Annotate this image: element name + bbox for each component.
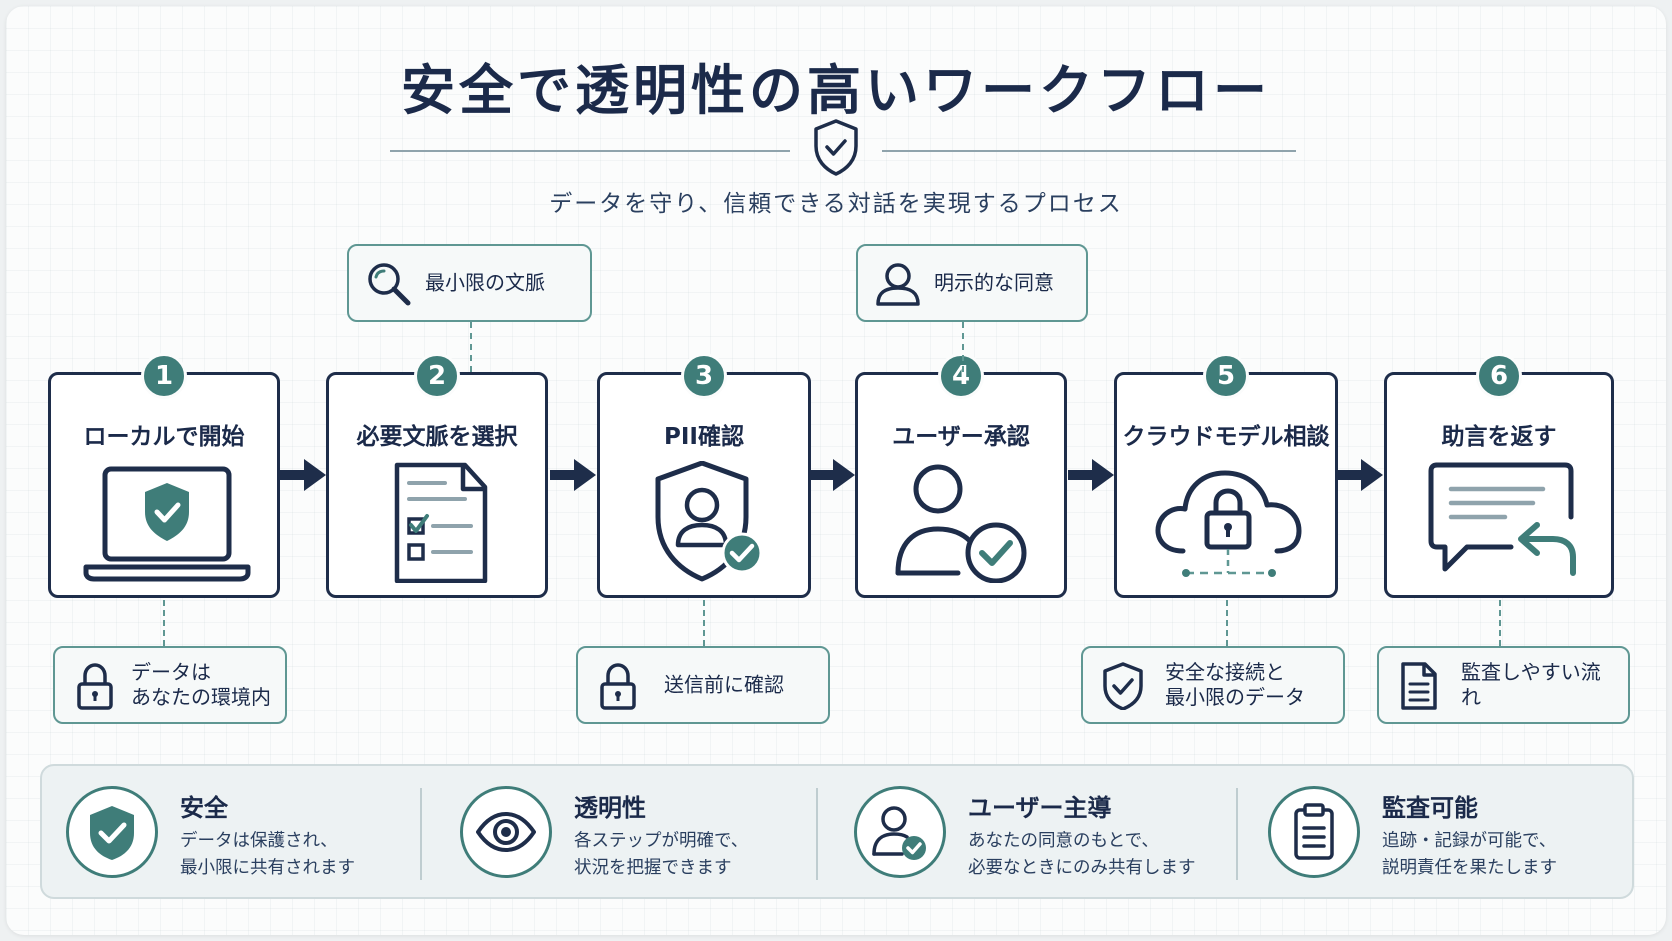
callout-text: 最小限の文脈	[425, 270, 545, 295]
callout-data-local: データは あなたの環境内	[53, 646, 287, 724]
user-check-icon	[872, 806, 926, 860]
lock-icon	[77, 663, 113, 710]
reply-message-icon	[1428, 462, 1576, 576]
page-subtitle: データを守り、信頼できる対話を実現するプロセス	[549, 191, 1123, 217]
connector-line	[163, 600, 165, 646]
arrow-right-icon	[1337, 459, 1383, 491]
arrow-right-icon	[280, 459, 326, 491]
callout-text: 明示的な同意	[934, 270, 1054, 295]
document-icon	[1401, 662, 1437, 710]
title-divider-left	[390, 150, 790, 152]
callout-secure-connection: 安全な接続と 最小限のデータ	[1081, 646, 1345, 724]
checklist-document-icon	[394, 462, 488, 583]
feature-title: 透明性	[574, 794, 646, 822]
feature-user-led: ユーザー主導 あなたの同意のもとで、 必要なときにのみ共有します	[854, 766, 1234, 901]
user-icon	[876, 263, 920, 306]
user-check-icon	[895, 464, 1027, 583]
feature-title: ユーザー主導	[968, 794, 1112, 822]
feature-title: 安全	[180, 794, 228, 822]
eye-icon	[476, 812, 536, 852]
cloud-lock-icon	[1155, 470, 1302, 577]
step-label: ローカルで開始	[83, 424, 245, 450]
step-number: 5	[1203, 353, 1249, 399]
step-3-card: 3 PII確認	[597, 353, 811, 598]
title-divider-right	[882, 150, 1296, 152]
callout-auditable-flow: 監査しやすい流れ	[1377, 646, 1630, 724]
clipboard-icon	[1294, 803, 1334, 860]
callout-text: 監査しやすい流れ	[1461, 660, 1601, 709]
step-label: 必要文脈を選択	[356, 424, 518, 450]
step-label: クラウドモデル相談	[1122, 424, 1330, 450]
callout-text: 安全な接続と 最小限のデータ	[1165, 660, 1305, 709]
callout-explicit-consent: 明示的な同意	[856, 244, 1088, 322]
step-label: PII確認	[664, 424, 744, 450]
step-number: 2	[414, 353, 460, 399]
connector-line	[962, 322, 964, 372]
lock-icon	[600, 663, 636, 710]
feature-description: データは保護され、 最小限に共有されます	[180, 831, 355, 878]
callout-confirm-before-send: 送信前に確認	[576, 646, 830, 724]
connector-line	[1226, 600, 1228, 646]
step-label: ユーザー承認	[892, 424, 1030, 450]
feature-divider	[1236, 788, 1238, 880]
connector-line	[470, 322, 472, 372]
step-4-card: 4 ユーザー承認	[855, 353, 1067, 598]
magnifier-icon	[368, 263, 411, 306]
feature-transparency: 透明性 各ステップが明確で、 状況を把握できます	[460, 766, 812, 901]
callout-minimal-context: 最小限の文脈	[347, 244, 592, 322]
step-number: 3	[681, 353, 727, 399]
feature-divider	[420, 788, 422, 880]
connector-line	[1499, 600, 1501, 646]
step-6-card: 6 助言を返す	[1384, 353, 1614, 598]
step-number: 4	[938, 353, 984, 399]
step-2-card: 2 必要文脈を選択	[326, 353, 548, 598]
arrow-right-icon	[550, 459, 596, 491]
step-number: 6	[1476, 353, 1522, 399]
arrow-right-icon	[809, 459, 855, 491]
feature-description: 追跡・記録が可能で、 説明責任を果たします	[1382, 831, 1557, 878]
shield-check-icon	[1103, 662, 1143, 710]
step-number: 1	[141, 353, 187, 399]
feature-safety: 安全 データは保護され、 最小限に共有されます	[66, 766, 406, 901]
step-label: 助言を返す	[1441, 424, 1557, 450]
feature-description: 各ステップが明確で、 状況を把握できます	[574, 831, 749, 878]
callout-text: データは あなたの環境内	[131, 660, 271, 709]
connector-line	[703, 600, 705, 646]
laptop-shield-icon	[83, 466, 251, 582]
shield-check-icon	[90, 806, 134, 860]
feature-icon-circle	[1268, 786, 1360, 878]
feature-auditable: 監査可能 追跡・記録が可能で、 説明責任を果たします	[1268, 766, 1628, 901]
callout-text: 送信前に確認	[664, 672, 784, 697]
shield-user-check-icon	[655, 461, 763, 582]
feature-icon-circle	[66, 786, 158, 878]
title-shield-icon	[814, 119, 858, 176]
feature-description: あなたの同意のもとで、 必要なときにのみ共有します	[968, 831, 1196, 878]
feature-icon-circle	[854, 786, 946, 878]
feature-divider	[816, 788, 818, 880]
feature-icon-circle	[460, 786, 552, 878]
feature-title: 監査可能	[1382, 794, 1478, 822]
feature-panel: 安全 データは保護され、 最小限に共有されます 透明性 各ステップが明確で、 状…	[40, 764, 1634, 899]
page-title: 安全で透明性の高いワークフロー	[401, 59, 1271, 122]
step-5-card: 5 クラウドモデル相談	[1114, 353, 1338, 598]
arrow-right-icon	[1068, 459, 1114, 491]
step-1-card: 1 ローカルで開始	[48, 353, 280, 598]
